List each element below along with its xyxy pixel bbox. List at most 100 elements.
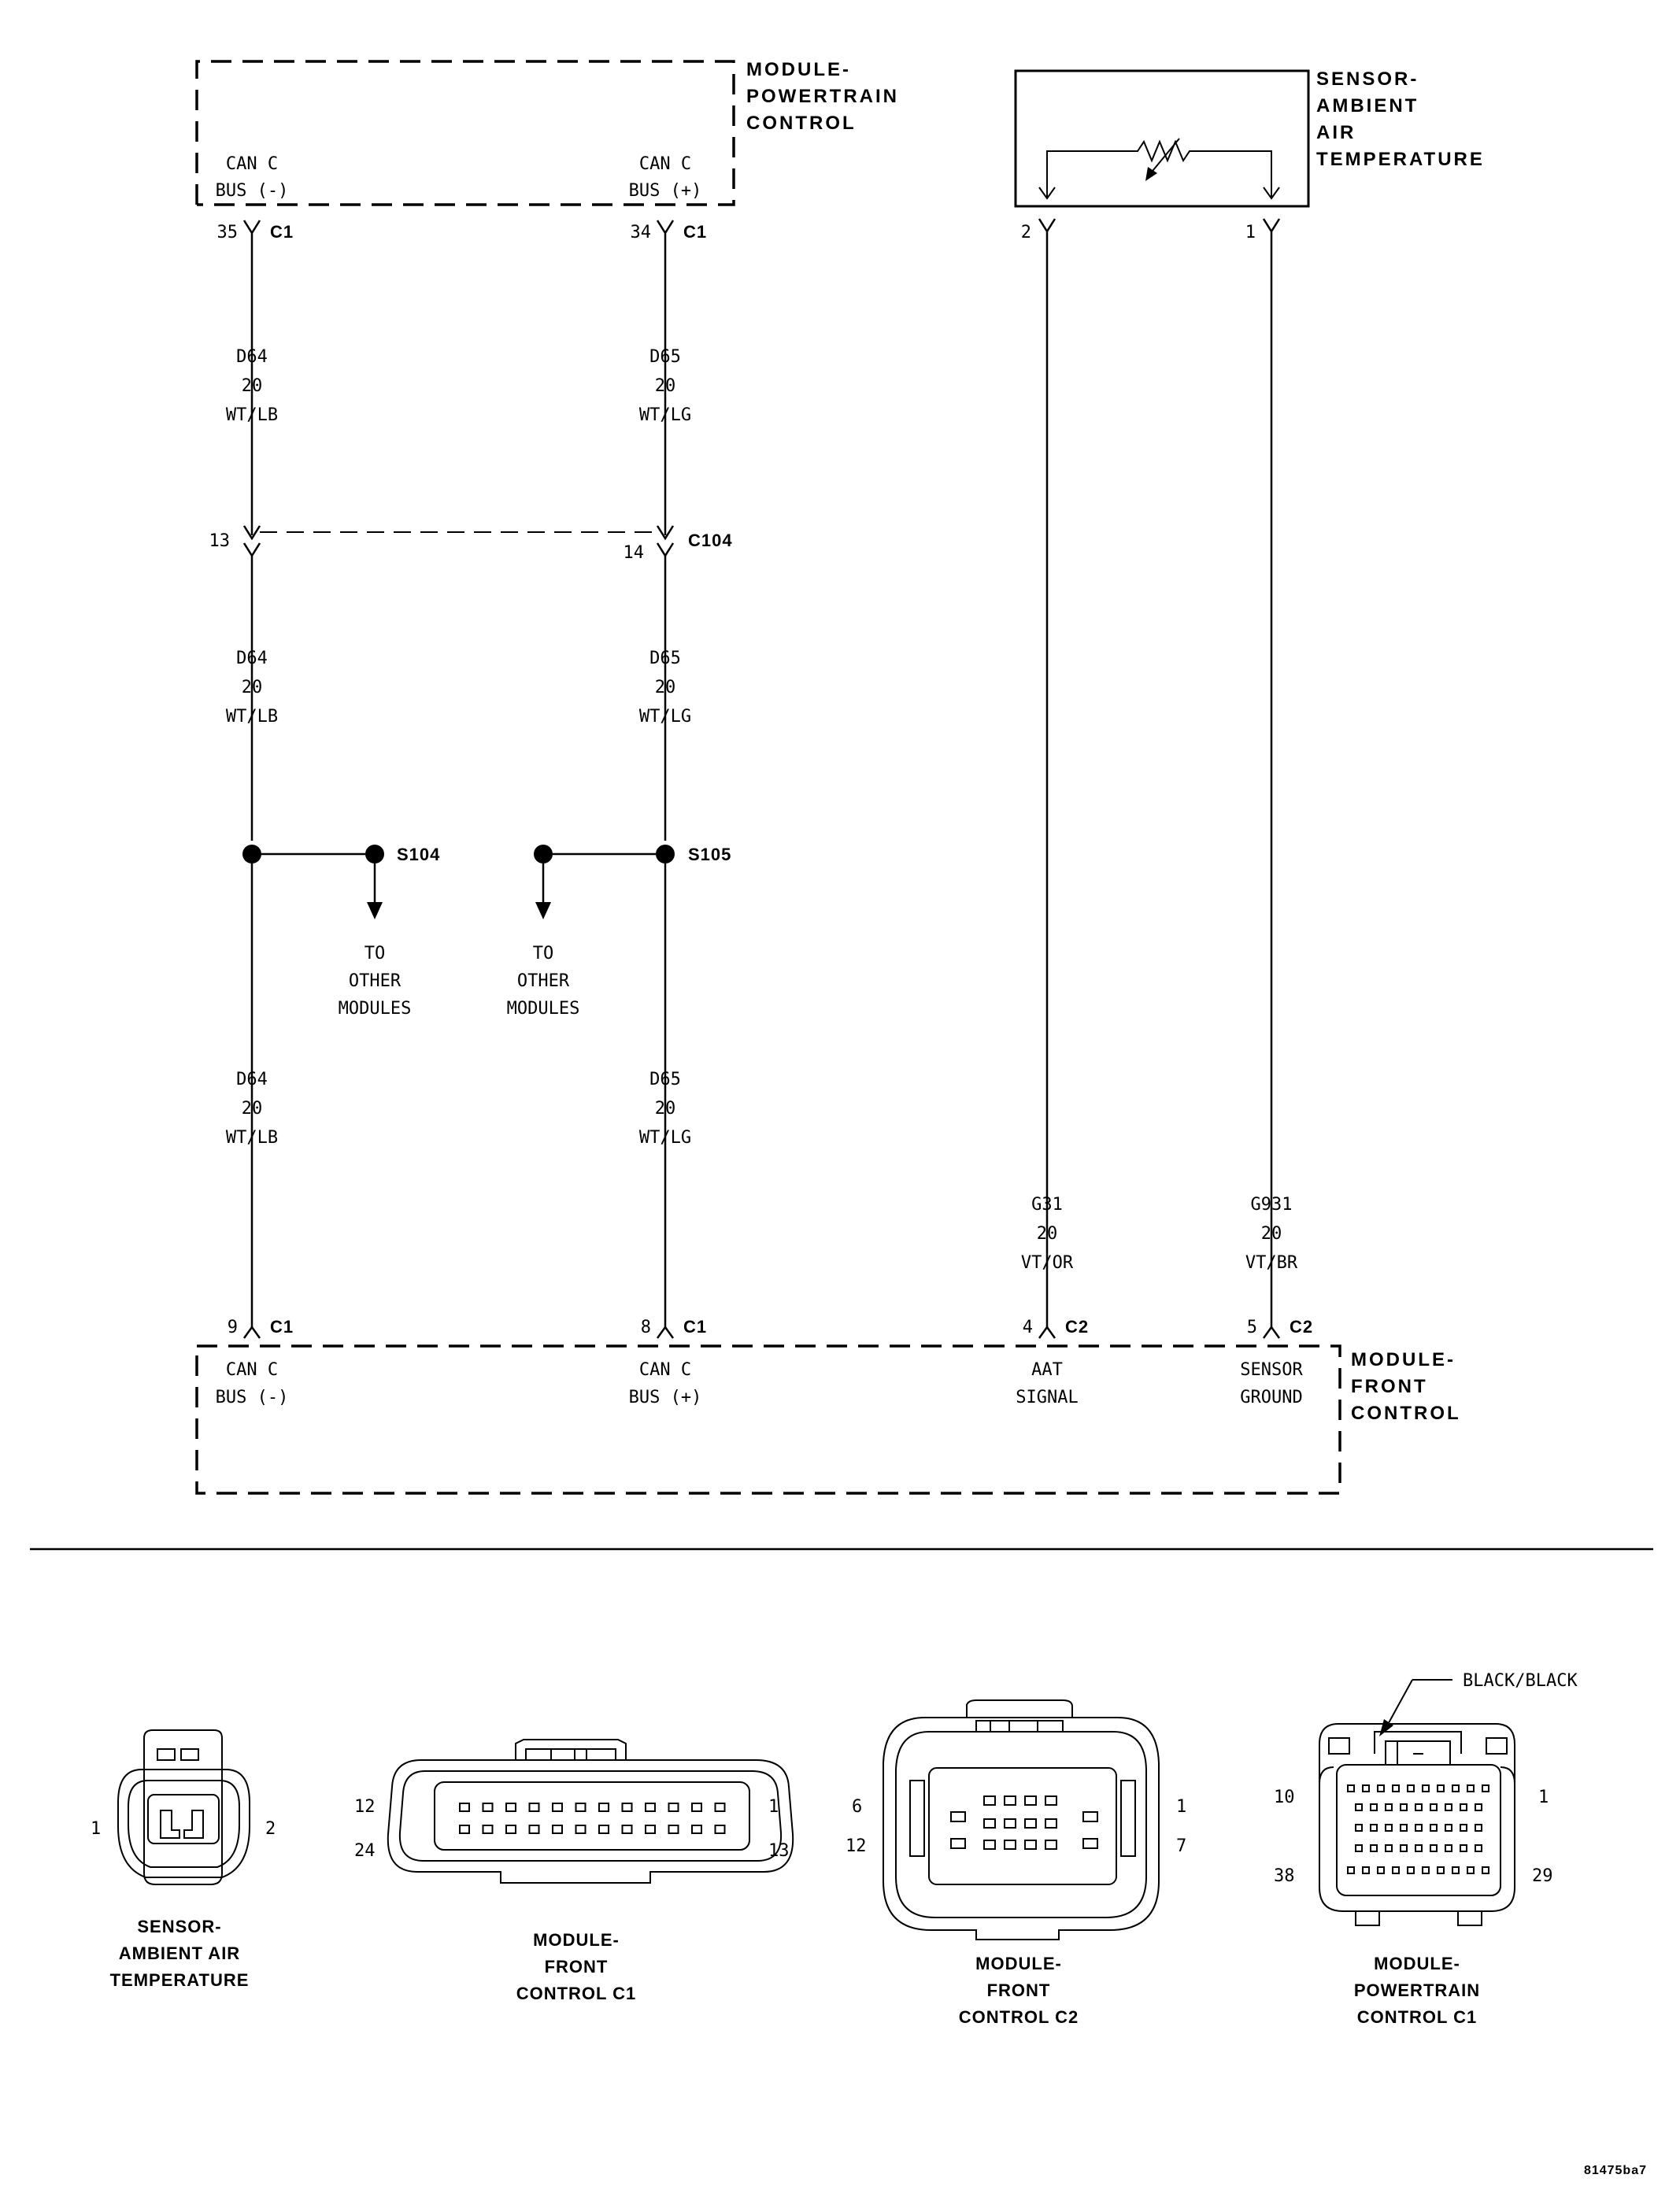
pcm-c1-cavity xyxy=(1467,1866,1475,1874)
fcm-c1-cavity xyxy=(621,1825,633,1834)
pcm-c1-pin-grid xyxy=(1347,1784,1489,1874)
c104-name: C104 xyxy=(688,531,733,550)
aat-conn-pin-label-2: 2 xyxy=(265,1819,276,1839)
c104-pin-13 xyxy=(242,525,261,841)
wire-d65-circuit-1: D65 xyxy=(649,347,681,367)
sensor-terminals: 2 1 xyxy=(1021,218,1281,1189)
aat-sensor-outline xyxy=(1014,69,1310,208)
pcm-c1-cavity xyxy=(1347,1866,1355,1874)
fcm-terminal-5 xyxy=(1262,1325,1281,1339)
pcm-c1-cavity xyxy=(1437,1784,1445,1792)
wire-d65-color-3: WT/LG xyxy=(639,1128,691,1148)
fcm-c1-latch xyxy=(515,1739,627,1760)
fcm-terminal-9 xyxy=(242,1325,261,1339)
fcm-c2-cavity xyxy=(1045,1818,1057,1829)
pcm-c1-callout: BLACK/BLACK xyxy=(1463,1671,1578,1691)
fcm-c2-pin-grid xyxy=(950,1795,1098,1850)
fcm-c1-pin-label-13: 13 xyxy=(768,1841,790,1861)
fcm-pin-label-1b: BUS (-) xyxy=(216,1388,289,1407)
pcm-pin-label-2b: BUS (+) xyxy=(629,181,702,201)
wire-d64-color-1: WT/LB xyxy=(226,405,278,425)
pcm-c1-cavity xyxy=(1392,1866,1400,1874)
splice-s105-name: S105 xyxy=(688,845,731,864)
fcm-c2-pin-label-7: 7 xyxy=(1176,1836,1186,1856)
connector-view-fcm-c1: 12 24 1 13 MODULE- FRONT CONTROL C1 xyxy=(354,1739,794,2003)
pcm-c1-cavity xyxy=(1430,1844,1438,1852)
fcm-c1-cavity xyxy=(714,1803,726,1812)
pcm-c1-cavity xyxy=(1460,1803,1467,1811)
fcm-c1-cavity xyxy=(552,1825,563,1834)
fcm-cavity-9: 9 xyxy=(228,1318,238,1337)
splice-s105-dest-3: MODULES xyxy=(507,999,580,1019)
aat-conn-pin-label-1: 1 xyxy=(91,1819,101,1839)
pcm-c1-cavity xyxy=(1392,1784,1400,1792)
aat-sensor: SENSOR- AMBIENT AIR TEMPERATURE xyxy=(1014,68,1485,208)
fcm-connector-4: C2 xyxy=(1065,1317,1089,1337)
wire-g31-circuit: G31 xyxy=(1031,1195,1063,1215)
fcm-c2-cavity xyxy=(1045,1840,1057,1850)
pcm-pin-label-1a: CAN C xyxy=(226,154,278,174)
thermistor-arrow-head xyxy=(1145,167,1157,181)
fcm-c1-cavity xyxy=(668,1803,679,1812)
aat-conn-latch-2 xyxy=(180,1748,199,1761)
pcm-c1-cavity xyxy=(1415,1803,1423,1811)
connector-view-pcm-c1: BLACK/BLACK 10 38 1 29 MODULE- POWERTRAI… xyxy=(1274,1671,1578,2027)
pcm-c1-cavity xyxy=(1475,1824,1482,1832)
fcm-c2-cavity xyxy=(983,1840,996,1850)
fcm-c1-cavity xyxy=(482,1825,494,1834)
splice-s105-dot-branch xyxy=(534,845,553,864)
pcm-c1-cavity xyxy=(1430,1803,1438,1811)
aat-conn-pin-2 xyxy=(160,1810,180,1839)
wire-d64-circuit-3: D64 xyxy=(236,1070,268,1089)
pcm-module: MODULE- POWERTRAIN CONTROL CAN C BUS (-)… xyxy=(195,59,899,206)
pcm-c1-tab-left xyxy=(1328,1737,1350,1755)
aat-title-4: TEMPERATURE xyxy=(1316,149,1485,170)
pcm-c1-cavity xyxy=(1415,1844,1423,1852)
pcm-c1-cavity xyxy=(1475,1803,1482,1811)
aat-conn-title-1: SENSOR- xyxy=(137,1917,221,1936)
fcm-c1-cavity xyxy=(459,1825,470,1834)
pcm-c1-face xyxy=(1336,1764,1501,1896)
fcm-c1-pin-label-12: 12 xyxy=(354,1797,376,1817)
fcm-c2-title-1: MODULE- xyxy=(975,1954,1062,1973)
wire-labels-middle: D64 20 WT/LB D65 20 WT/LG xyxy=(226,649,691,727)
pcm-c1-pin-label-1: 1 xyxy=(1538,1788,1549,1807)
splice-s104-dot-main xyxy=(242,845,261,864)
wire-d64-circuit-2: D64 xyxy=(236,649,268,668)
fcm-c1-shell xyxy=(387,1759,794,1884)
pcm-terminals: 35 C1 34 C1 xyxy=(217,220,706,535)
fcm-c1-cavity xyxy=(621,1803,633,1812)
fcm-c2-cavity xyxy=(1045,1795,1057,1806)
pcm-c1-cavity xyxy=(1385,1844,1393,1852)
wire-g31-gauge: 20 xyxy=(1037,1224,1058,1244)
pcm-title-2: POWERTRAIN xyxy=(746,86,899,107)
fcm-pin-label-1a: CAN C xyxy=(226,1360,278,1380)
pcm-cavity-34: 34 xyxy=(631,223,652,242)
wire-d64-gauge-2: 20 xyxy=(242,678,263,697)
fcm-c1-cavity xyxy=(505,1803,516,1812)
c104-cavity-14: 14 xyxy=(624,543,645,563)
wire-g31-color: VT/OR xyxy=(1021,1253,1074,1273)
pcm-c1-cavity xyxy=(1407,1866,1415,1874)
pcm-pin-label-2a: CAN C xyxy=(639,154,691,174)
aat-title-2: AMBIENT xyxy=(1316,95,1419,116)
fcm-c2-cavity xyxy=(950,1838,966,1849)
pcm-connector-c1-a: C1 xyxy=(270,222,294,242)
wire-d64-gauge-3: 20 xyxy=(242,1099,263,1119)
pcm-cavity-35: 35 xyxy=(217,223,239,242)
pcm-outline xyxy=(195,60,735,206)
pcm-c1-cavity xyxy=(1452,1784,1460,1792)
pcm-c1-cavity xyxy=(1460,1824,1467,1832)
splice-s105-dest-1: TO xyxy=(533,944,554,963)
fcm-c2-shell xyxy=(883,1717,1160,1940)
pcm-c1-cavity xyxy=(1467,1784,1475,1792)
wire-g931-color: VT/BR xyxy=(1245,1253,1298,1273)
pcm-title-1: MODULE- xyxy=(746,59,851,80)
splice-s104-name: S104 xyxy=(397,845,440,864)
fcm-terminal-4 xyxy=(1038,1325,1056,1339)
wire-d65-color-1: WT/LG xyxy=(639,405,691,425)
aat-title-3: AIR xyxy=(1316,122,1356,143)
pcm-c1-cavity xyxy=(1347,1784,1355,1792)
wire-d64-gauge-1: 20 xyxy=(242,376,263,396)
